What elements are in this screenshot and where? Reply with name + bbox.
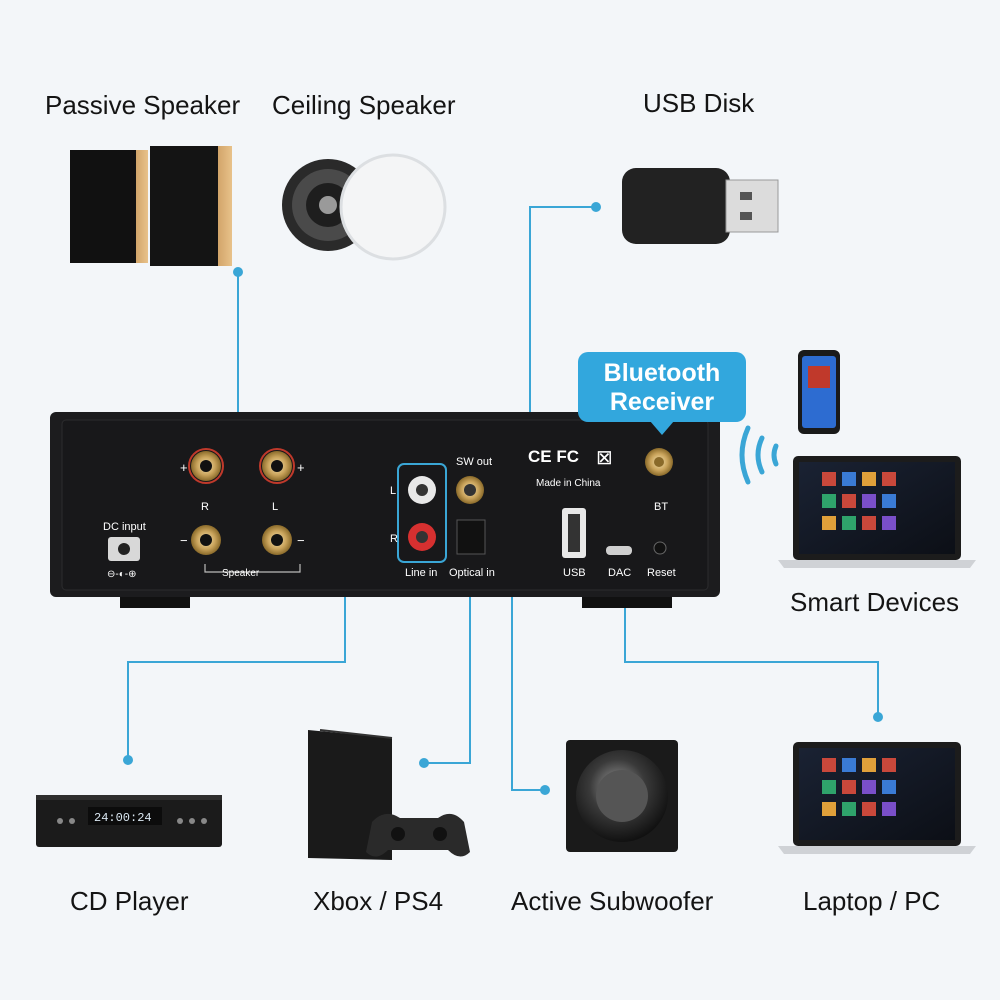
speaker-label: Speaker — [222, 568, 260, 579]
line-in-l-label: L — [390, 485, 396, 497]
sw-out-label: SW out — [456, 456, 492, 468]
minus-right: − — [297, 533, 305, 548]
reset-label: Reset — [647, 567, 676, 579]
ceiling-speaker-label: Ceiling Speaker — [272, 90, 456, 120]
made-in-label: Made in China — [536, 478, 601, 489]
speaker-r-label: R — [201, 501, 209, 513]
line-in-r-label: R — [390, 533, 398, 545]
weee-icon: ⊠ — [596, 447, 613, 469]
subwoofer-image — [566, 740, 678, 852]
amplifier: + + − − R L Speaker DC input ⊖-◐-⊕ L R L… — [50, 412, 720, 608]
plus-right: + — [297, 460, 305, 475]
line-laptop — [624, 575, 879, 717]
passive-speaker-image — [70, 146, 232, 266]
badge-line2: Receiver — [609, 388, 715, 416]
ce-fc-mark: CE FC — [528, 447, 579, 466]
usb-label: USB — [563, 567, 586, 579]
line-in-label: Line in — [405, 567, 437, 579]
plus-left: + — [180, 460, 188, 475]
smart-devices-label: Smart Devices — [790, 587, 960, 617]
usb-disk-image — [622, 168, 779, 244]
bluetooth-receiver-badge: Bluetooth Receiver — [578, 352, 746, 435]
badge-line1: Bluetooth — [603, 359, 721, 387]
connection-dots — [123, 202, 883, 795]
laptop-pc-image — [778, 742, 976, 854]
optical-in-label: Optical in — [449, 567, 495, 579]
active-subwoofer-label: Active Subwoofer — [511, 886, 714, 916]
laptop-pc-label: Laptop / PC — [803, 886, 941, 916]
console-image — [308, 729, 470, 860]
xbox-ps4-label: Xbox / PS4 — [313, 886, 444, 916]
ceiling-speaker-image — [282, 153, 447, 261]
minus-left: − — [180, 533, 188, 548]
cd-display-text: 24:00:24 — [94, 811, 152, 825]
bluetooth-waves-icon — [739, 425, 779, 485]
dc-polarity-icon: ⊖-◐-⊕ — [107, 569, 136, 580]
dc-input-label: DC input — [103, 521, 146, 533]
bt-label: BT — [654, 501, 668, 513]
passive-speaker-label: Passive Speaker — [45, 90, 241, 120]
usb-disk-label: USB Disk — [643, 88, 755, 118]
cd-player-image: 24:00:24 — [36, 795, 222, 847]
cd-player-label: CD Player — [70, 886, 189, 916]
speaker-terminals — [188, 448, 301, 573]
speaker-l-label: L — [272, 501, 278, 513]
dac-label: DAC — [608, 567, 631, 579]
smartphone-image — [798, 350, 840, 434]
smart-devices-laptop-image — [778, 456, 976, 568]
